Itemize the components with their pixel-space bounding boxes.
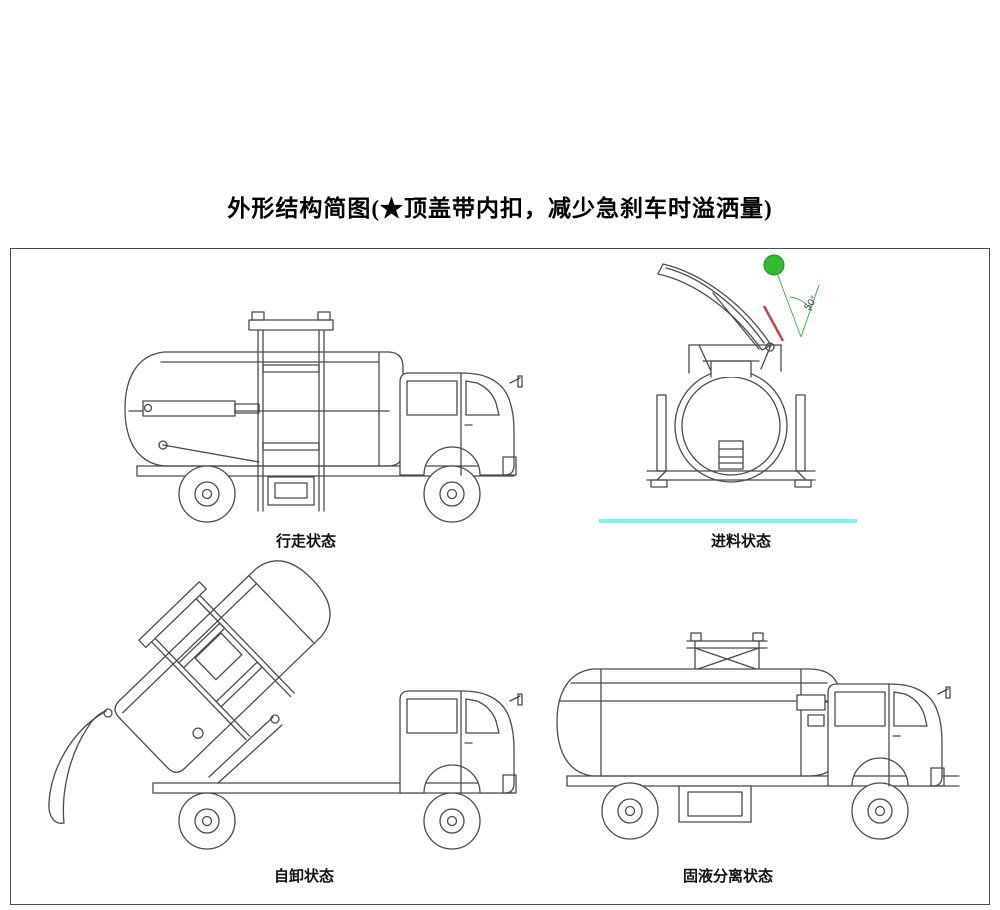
- label-dumping-state: 自卸状态: [273, 869, 335, 885]
- angle-arc: [789, 296, 813, 312]
- tilted-tank: [114, 560, 331, 774]
- angle-label: 50°: [802, 294, 820, 313]
- label-separation-state: 固液分离状态: [682, 869, 774, 885]
- feeding-state-drawing: 50°: [599, 254, 857, 523]
- separation-state-drawing: [556, 632, 960, 840]
- diagram-title: 外形结构简图(★顶盖带内扣，减少急刹车时溢洒量): [227, 196, 773, 221]
- structure-diagram-svg: 50°: [48, 254, 960, 850]
- label-feeding-state: 进料状态: [710, 534, 772, 550]
- diagram-panel: 50°: [10, 248, 990, 905]
- angle-line-1: [773, 264, 802, 338]
- hydraulic-rod-marker: [762, 305, 785, 342]
- angle-line-2: [800, 284, 820, 338]
- label-driving-state: 行走状态: [275, 534, 337, 550]
- dumping-state-drawing: [48, 560, 523, 850]
- open-rear-lid: [48, 710, 107, 824]
- driving-state-drawing: [124, 311, 523, 523]
